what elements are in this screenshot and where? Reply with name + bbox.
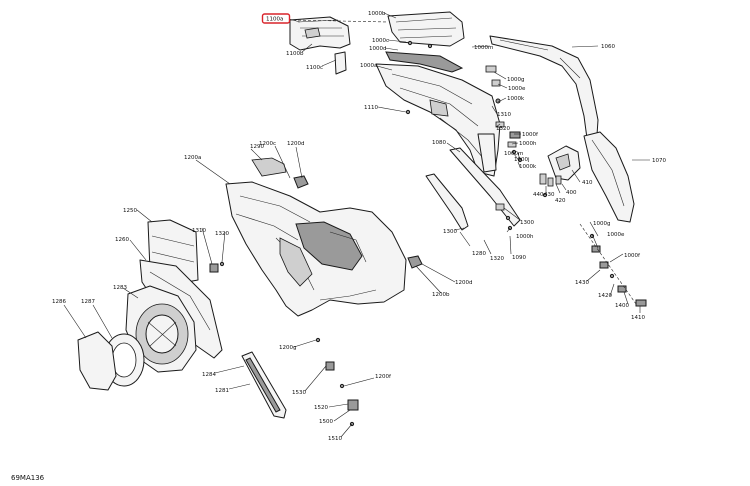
label-1200g: 1200g: [279, 345, 297, 351]
label-1530: 1530: [292, 390, 306, 396]
label-1000h-mid: 1000h: [516, 234, 534, 240]
label-1000j: 1000j: [514, 157, 530, 163]
label-1200b: 1200b: [432, 292, 450, 298]
label-1000k-mid: 1000k: [519, 164, 537, 170]
part-cover-1286: [77, 331, 117, 391]
label-1000f-right: 1000f: [624, 253, 641, 259]
label-1281: 1281: [215, 388, 229, 394]
label-1000d: 1000d: [369, 46, 387, 52]
part-trim-1060: [489, 35, 599, 151]
label-1287: 1287: [81, 299, 95, 305]
part-clip-1200c: [293, 175, 309, 189]
label-1420: 1420: [598, 293, 612, 299]
label-1283: 1283: [113, 285, 127, 291]
label-1320-mid: 1320: [490, 256, 504, 262]
label-1000e-top: 1000e: [508, 86, 526, 92]
part-upper-console: [289, 16, 351, 75]
dash-link-right: [579, 223, 637, 305]
part-vent-1283: [125, 285, 197, 373]
label-1310-top: 1310: [497, 112, 511, 118]
label-1000m-top: 1000m: [474, 45, 493, 51]
part-side-panel-1070: [583, 131, 635, 223]
label-1000h: 1000h: [519, 141, 537, 147]
label-1280: 1280: [472, 251, 486, 257]
label-1260: 1260: [115, 237, 129, 243]
part-upper-cover-1000b: [387, 11, 465, 47]
label-1000g-right: 1000g: [593, 221, 611, 227]
label-1430: 1430: [575, 280, 589, 286]
label-1100a: 1100a: [266, 17, 283, 23]
label-1100c: 1100c: [306, 65, 323, 71]
label-1200a: 1200a: [184, 155, 201, 161]
highlight-box-1100a: [261, 13, 291, 24]
label-1200d-top: 1200d: [287, 141, 305, 147]
leader-lines: [63, 12, 650, 438]
hardware-1500-series: [315, 337, 359, 427]
label-430: 430: [544, 192, 555, 198]
part-rail-1090: [425, 173, 469, 231]
label-1286: 1286: [52, 299, 66, 305]
label-1000e-right: 1000e: [607, 232, 625, 238]
part-side-panel-1200a: [225, 181, 407, 317]
label-1000m-mid: 1000m: [504, 151, 523, 157]
label-1080: 1080: [432, 140, 446, 146]
label-1000a-top: 1000a: [360, 63, 377, 69]
label-1290: 1290: [250, 144, 264, 150]
dash-link-top: [292, 19, 389, 23]
label-1520: 1520: [314, 405, 328, 411]
label-1250: 1250: [123, 208, 137, 214]
part-bracket-410: [547, 145, 581, 181]
diagram-reference-code: 69MA136: [11, 474, 45, 482]
label-1300-right: 1300: [520, 220, 534, 226]
part-clip-1200b: [407, 255, 423, 269]
label-1000b: 1000b: [368, 11, 386, 17]
label-1310-left: 1310: [192, 228, 206, 234]
label-1070: 1070: [652, 158, 666, 164]
label-1060: 1060: [601, 44, 615, 50]
label-1100b: 1100b: [286, 51, 304, 57]
label-1000f: 1000f: [522, 132, 539, 138]
label-1400: 1400: [615, 303, 629, 309]
hardware-1300: [495, 203, 513, 231]
label-1090: 1090: [512, 255, 526, 261]
label-1320-left: 1320: [215, 231, 229, 237]
label-1284: 1284: [202, 372, 216, 378]
label-1500: 1500: [319, 419, 333, 425]
hardware-1310-1320: [209, 261, 225, 273]
label-1200c: 1200c: [259, 141, 276, 147]
label-1000k-top: 1000k: [507, 96, 525, 102]
label-410: 410: [582, 180, 593, 186]
part-strip-1281: [241, 351, 287, 419]
label-1410: 1410: [631, 315, 645, 321]
part-1290: [251, 157, 287, 177]
part-main-console-1000a: [375, 51, 501, 177]
label-1300-left: 1300: [443, 229, 457, 235]
label-1200d-bottom: 1200d: [455, 280, 473, 286]
label-1510: 1510: [328, 436, 342, 442]
label-1000c: 1000c: [372, 38, 389, 44]
label-440: 440: [533, 192, 544, 198]
label-1320-top: 1320: [496, 126, 510, 132]
label-1000g-top: 1000g: [507, 77, 525, 83]
label-1200f: 1200f: [375, 374, 392, 380]
hardware-400-440: [539, 173, 562, 198]
callout-labels: 1100a 1100b 1100c 1000b 1000c 1000d 1000…: [52, 11, 666, 442]
label-420: 420: [555, 198, 566, 204]
label-400: 400: [566, 190, 577, 196]
label-1110: 1110: [364, 105, 378, 111]
